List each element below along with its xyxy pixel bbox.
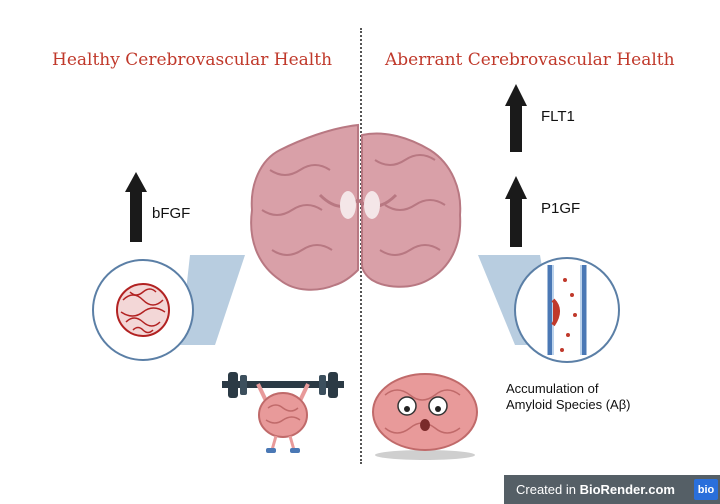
left-callout-wedge — [180, 255, 245, 345]
amyloid-caption-line1: Accumulation of — [506, 381, 599, 396]
p1gf-up-arrow-icon — [505, 176, 527, 247]
flt1-label: FLT1 — [541, 108, 575, 125]
badge-brand: BioRender.com — [579, 482, 675, 497]
aberrant-vessel-icon — [514, 257, 620, 363]
badge-text: Created in BioRender.com — [504, 482, 675, 497]
p1gf-label: P1GF — [541, 200, 581, 217]
aberrant-title: Aberrant Cerebrovascular Health — [385, 50, 675, 70]
bfgf-up-arrow-icon — [125, 172, 147, 242]
brain-cross-section-icon — [250, 123, 462, 291]
biorender-badge[interactable]: Created in BioRender.com bio — [504, 475, 720, 504]
tired-brain-icon — [372, 373, 478, 460]
healthy-vessel-network-icon — [92, 259, 194, 361]
biorender-logo-icon: bio — [694, 479, 718, 500]
weightlifting-brain-icon — [222, 372, 344, 453]
bfgf-label: bFGF — [152, 205, 191, 222]
badge-prefix: Created in — [516, 482, 580, 497]
healthy-title: Healthy Cerebrovascular Health — [52, 50, 333, 70]
amyloid-caption-line2: Amyloid Species (Aβ) — [506, 397, 631, 412]
amyloid-caption: Accumulation of Amyloid Species (Aβ) — [506, 381, 631, 413]
flt1-up-arrow-icon — [505, 84, 527, 152]
